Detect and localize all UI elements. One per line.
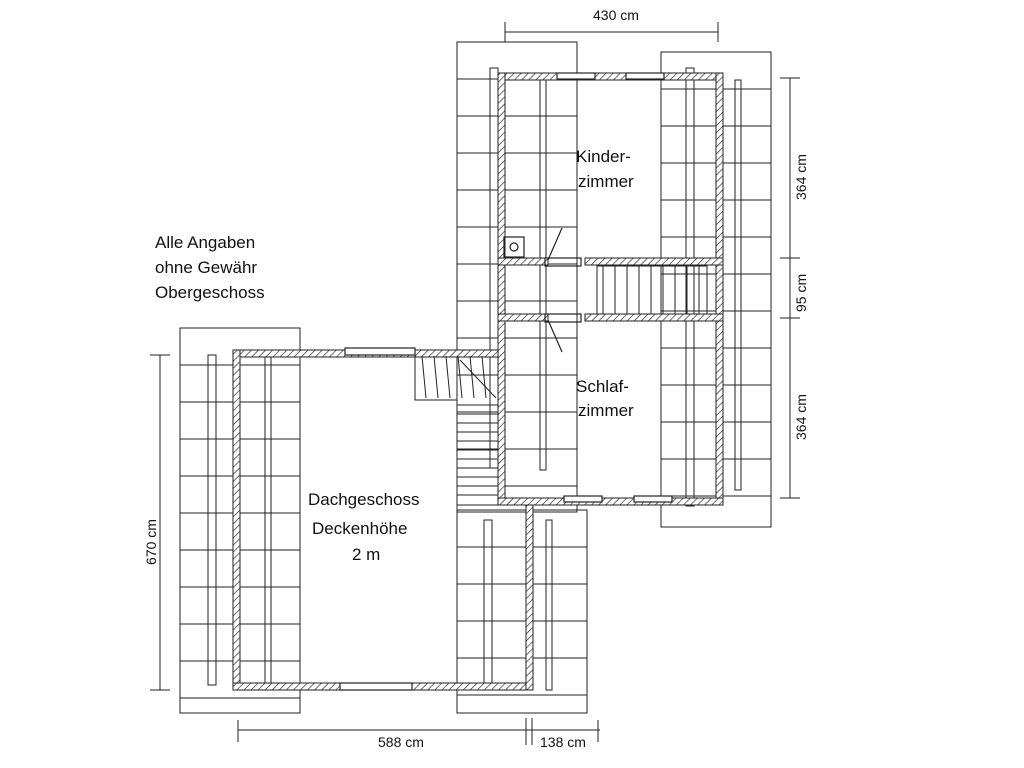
- wall-dach-left: [232, 349, 241, 691]
- roof-bottom-center-outline: [456, 509, 588, 714]
- roof-left-outline: [179, 327, 301, 714]
- window-dach-top: [344, 347, 416, 356]
- stair-lower-tread: [421, 355, 427, 399]
- window-top-right: [625, 72, 665, 80]
- window-dach-bottom: [339, 682, 413, 691]
- wall-bottom: [497, 497, 724, 506]
- wall-dach-right: [525, 504, 534, 691]
- wall-mid-right-bottom: [584, 313, 724, 322]
- room-label-dach-1: Dachgeschoss: [308, 490, 420, 509]
- dim-top-width: 430 cm: [593, 7, 639, 23]
- stair-upper-outline: [596, 265, 708, 315]
- room-label-dach-2: Deckenhöhe: [312, 519, 407, 538]
- roof-bottom-center-strip-1: [483, 519, 493, 691]
- door-upper-frame: [544, 257, 582, 267]
- dim-right-lower: 364 cm: [793, 394, 809, 440]
- dim-left-height: 670 cm: [143, 519, 159, 565]
- stair-lower-tread: [469, 355, 475, 399]
- window-top-left: [556, 72, 596, 80]
- room-label-dach-3: 2 m: [352, 545, 380, 564]
- dimension-lines: [150, 22, 800, 745]
- roof-center-left-outline: [456, 41, 578, 513]
- roof-right-strip-outer: [734, 79, 742, 491]
- room-label-kinder-1: Kinder-: [576, 147, 631, 166]
- chimney-flue-icon: [509, 242, 519, 252]
- room-label-kinder-2: zimmer: [578, 172, 634, 191]
- wall-mid-left-2: [497, 313, 549, 322]
- roof-center-left-strip-outer: [489, 67, 499, 469]
- dim-right-upper: 364 cm: [793, 154, 809, 200]
- note-line-1: Alle Angaben: [155, 233, 255, 252]
- note-line-3: Obergeschoss: [155, 283, 265, 302]
- dim-right-middle: 95 cm: [793, 274, 809, 312]
- stair-lower-tread: [445, 355, 451, 399]
- room-label-schlaf-1: Schlaf-: [576, 377, 629, 396]
- door-lower-frame: [544, 313, 582, 323]
- doors: [503, 227, 582, 353]
- stair-lower-tread: [481, 355, 487, 399]
- dim-bottom-right: 138 cm: [540, 734, 586, 750]
- roof-left-strip-outer: [207, 354, 217, 686]
- stair-lower-diag: [459, 359, 497, 399]
- wall-center-left: [497, 72, 506, 506]
- door-lower-leaf: [547, 319, 563, 353]
- roof-structure: [179, 41, 772, 714]
- roof-right-outline: [660, 51, 772, 528]
- walls: [232, 72, 724, 691]
- roof-bottom-center-strip-2: [545, 519, 553, 691]
- window-bottom-left: [563, 495, 603, 503]
- note-line-2: ohne Gewähr: [155, 258, 257, 277]
- chimney-icon: [503, 236, 525, 258]
- dim-bottom-left: 588 cm: [378, 734, 424, 750]
- roof-left-strip-inner: [264, 354, 272, 686]
- stair-lower-outline: [414, 349, 499, 506]
- stairs: [414, 265, 708, 506]
- wall-right: [715, 72, 724, 506]
- wall-top: [497, 72, 724, 81]
- roof-right-strip-inner: [685, 67, 695, 507]
- door-upper-leaf: [547, 227, 563, 261]
- wall-mid-right-top: [584, 257, 724, 266]
- wall-mid-left: [497, 257, 549, 266]
- stair-lower-tread: [433, 355, 439, 399]
- room-label-schlaf-2: zimmer: [578, 401, 634, 420]
- windows: [339, 72, 673, 691]
- stair-lower-tread: [457, 355, 463, 399]
- window-bottom-right: [633, 495, 673, 503]
